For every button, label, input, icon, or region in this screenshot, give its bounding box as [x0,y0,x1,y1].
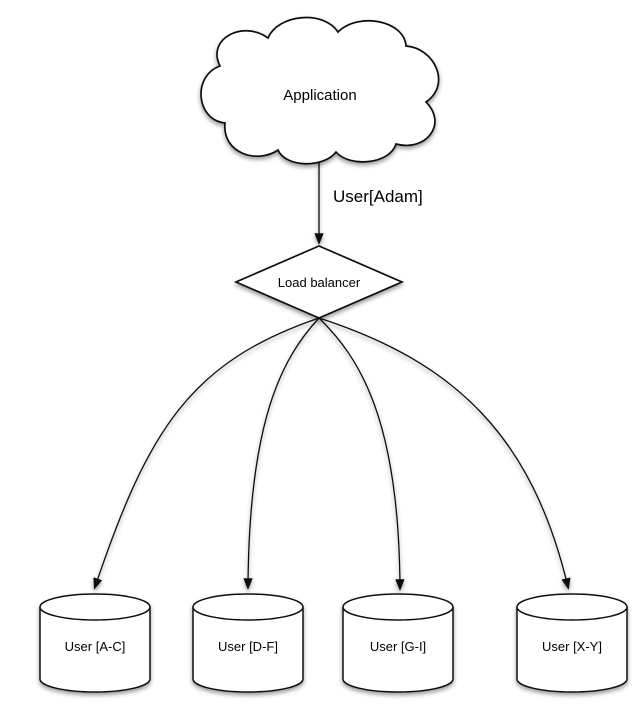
lb-to-shard-d-f-arrow [243,317,320,590]
cylinder-body [516,607,628,693]
lb-to-shard-g-i-arrow [318,317,405,591]
db-label-user-a-c: User [A-C] [65,639,126,654]
cylinder-top [39,593,151,621]
cloud-shape [200,16,440,165]
db-node-user-x-y [516,593,628,693]
application-label: Application [283,87,356,104]
cylinder-body [192,607,304,693]
cylinder-top [516,593,628,621]
application-node [200,16,440,165]
db-node-user-a-c [39,593,151,693]
cylinder-body [39,607,151,693]
edges-lb-to-shards [93,317,571,591]
db-label-user-x-y: User [X-Y] [542,639,602,654]
db-node-user-d-f [192,593,304,693]
db-label-user-d-f: User [D-F] [218,639,278,654]
load-balancer-label: Load balancer [278,275,361,290]
cylinder-top [192,593,304,621]
lb-to-shard-x-y-arrow [318,317,571,590]
cylinder-body [342,607,454,693]
app-to-lb-edge-label: User[Adam] [333,187,423,206]
db-node-user-g-i [342,593,454,693]
db-label-user-g-i: User [G-I] [370,639,426,654]
lb-to-shard-a-c-arrow [93,317,320,590]
diagram-labels: Application User[Adam] Load balancer Use… [65,87,602,654]
cylinder-top [342,593,454,621]
